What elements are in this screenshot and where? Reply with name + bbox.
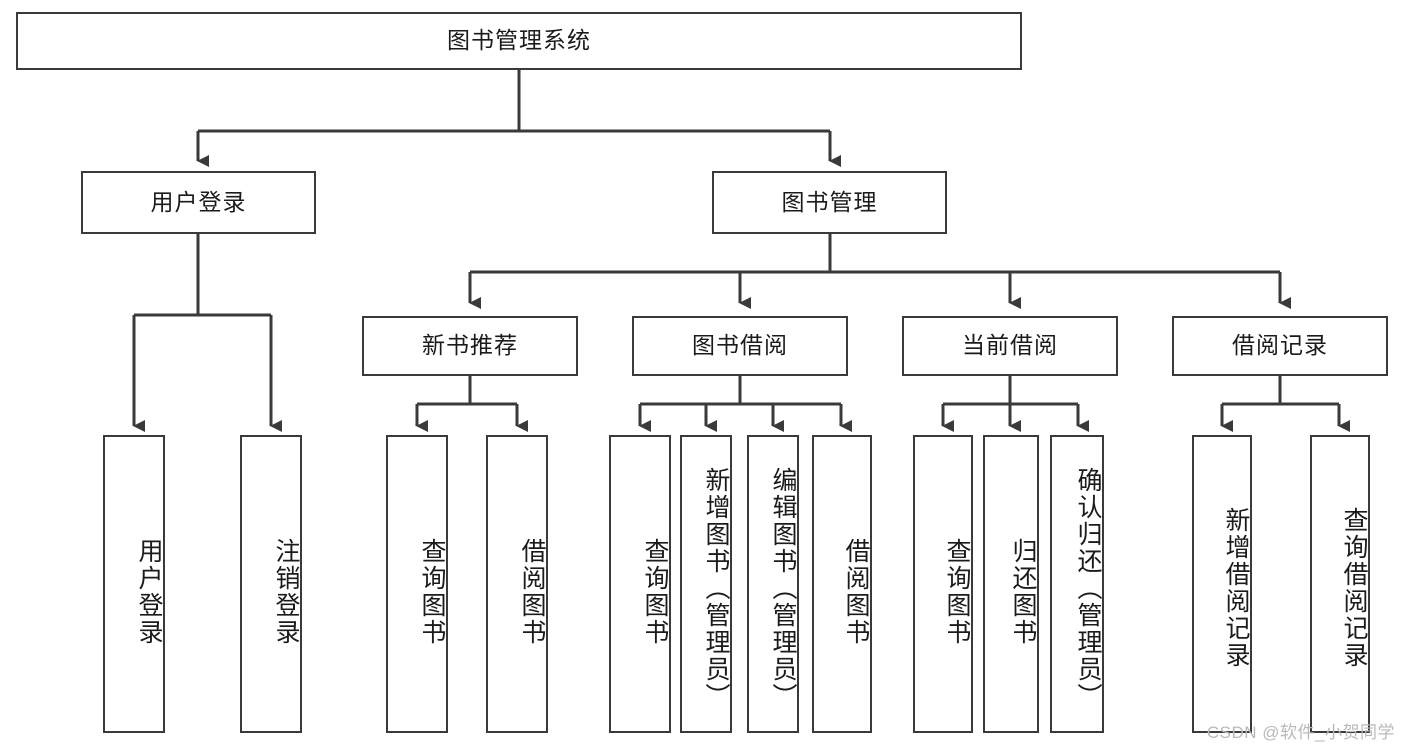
leaf-borrow-borrow-book[interactable]: 借阅图书 — [812, 435, 872, 733]
leaf-recommend-borrow-book-label: 借阅图书 — [518, 538, 546, 646]
node-root[interactable]: 图书管理系统 — [16, 12, 1022, 70]
node-user-login[interactable]: 用户登录 — [81, 171, 316, 234]
leaf-user-login-login[interactable]: 用户登录 — [103, 435, 165, 733]
leaf-current-confirm-return[interactable]: 确认归还（管理员） — [1050, 435, 1104, 733]
node-book-borrow-label: 图书借阅 — [692, 332, 788, 359]
leaf-current-query-book-label: 查询图书 — [943, 538, 971, 646]
leaf-current-return-book-label: 归还图书 — [1009, 538, 1037, 646]
node-current-borrow-label: 当前借阅 — [962, 332, 1058, 359]
leaf-record-query-record-label: 查询借阅记录 — [1340, 507, 1368, 669]
leaf-user-login-logout[interactable]: 注销登录 — [240, 435, 302, 733]
node-borrow-record-label: 借阅记录 — [1232, 332, 1328, 359]
leaf-record-add-record-label: 新增借阅记录 — [1222, 507, 1250, 669]
leaf-current-confirm-return-label: 确认归还（管理员） — [1074, 466, 1102, 710]
node-borrow-record[interactable]: 借阅记录 — [1172, 316, 1388, 376]
leaf-recommend-borrow-book[interactable]: 借阅图书 — [486, 435, 548, 733]
node-book-management-label: 图书管理 — [781, 188, 878, 215]
leaf-user-login-logout-label: 注销登录 — [272, 538, 300, 646]
leaf-borrow-borrow-book-label: 借阅图书 — [842, 538, 870, 646]
leaf-user-login-login-label: 用户登录 — [135, 538, 163, 646]
leaf-borrow-add-book[interactable]: 新增图书（管理员） — [680, 435, 732, 733]
leaf-record-query-record[interactable]: 查询借阅记录 — [1310, 435, 1370, 733]
leaf-recommend-query-book-label: 查询图书 — [418, 538, 446, 646]
node-book-management[interactable]: 图书管理 — [712, 171, 947, 234]
node-book-borrow[interactable]: 图书借阅 — [632, 316, 848, 376]
node-new-book-recommend[interactable]: 新书推荐 — [362, 316, 578, 376]
node-new-book-recommend-label: 新书推荐 — [422, 332, 518, 359]
leaf-borrow-edit-book[interactable]: 编辑图书（管理员） — [747, 435, 799, 733]
leaf-record-add-record[interactable]: 新增借阅记录 — [1192, 435, 1252, 733]
leaf-current-return-book[interactable]: 归还图书 — [983, 435, 1039, 733]
node-user-login-label: 用户登录 — [150, 188, 247, 215]
leaf-borrow-query-book[interactable]: 查询图书 — [609, 435, 671, 733]
leaf-current-query-book[interactable]: 查询图书 — [913, 435, 973, 733]
leaf-borrow-edit-book-label: 编辑图书（管理员） — [769, 466, 797, 710]
node-root-label: 图书管理系统 — [447, 27, 591, 54]
leaf-recommend-query-book[interactable]: 查询图书 — [386, 435, 448, 733]
node-current-borrow[interactable]: 当前借阅 — [902, 316, 1118, 376]
leaf-borrow-query-book-label: 查询图书 — [641, 538, 669, 646]
leaf-borrow-add-book-label: 新增图书（管理员） — [702, 466, 730, 710]
watermark-text: CSDN @软件_小贺同学 — [1206, 723, 1395, 742]
